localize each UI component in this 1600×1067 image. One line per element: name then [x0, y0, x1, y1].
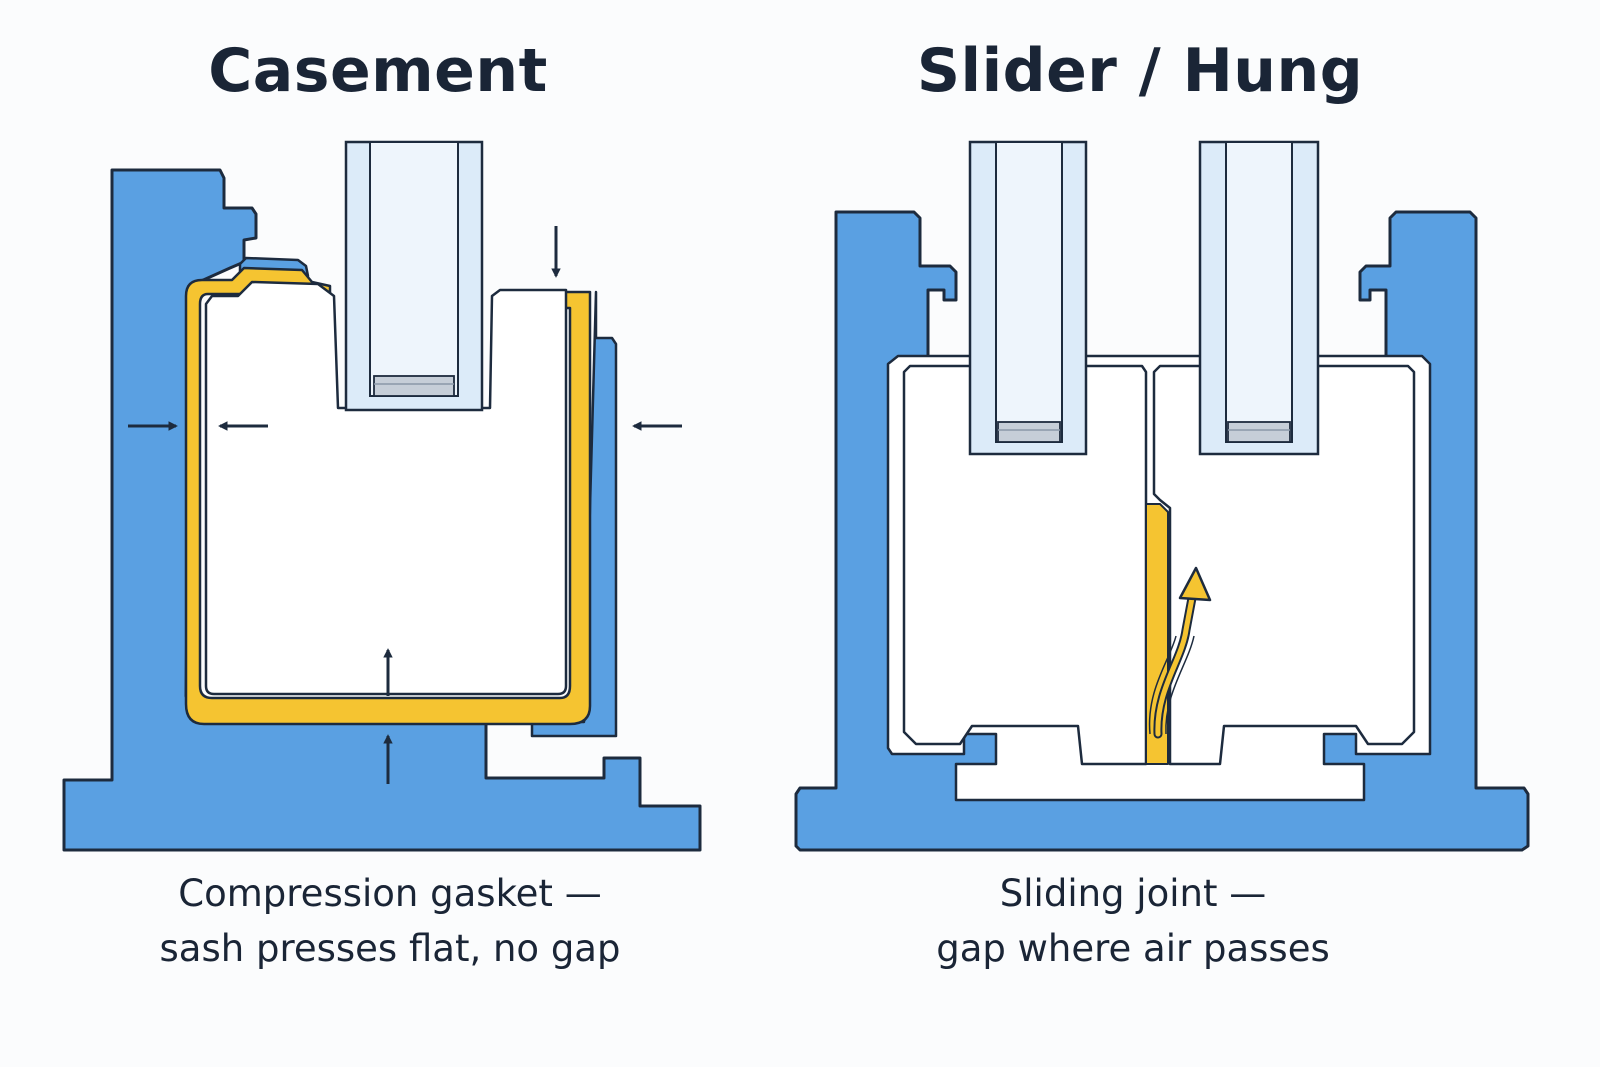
slider-caption-line-1: Sliding joint — [999, 872, 1267, 915]
slider-section [794, 140, 1530, 852]
casement-caption: Compression gasket — sash presses flat, … [40, 866, 740, 976]
slider-caption-line-2: gap where air passes [936, 927, 1330, 970]
slider-hung-title: Slider / Hung [916, 36, 1364, 106]
slider-right-sash [1152, 364, 1416, 766]
casement-section [62, 140, 702, 852]
casement-title: Casement [208, 36, 548, 106]
casement-compression-arrows [128, 226, 682, 784]
casement-caption-line-2: sash presses flat, no gap [159, 927, 621, 970]
slider-left-glass-unit [968, 140, 1088, 456]
slider-caption: Sliding joint — gap where air passes [783, 866, 1483, 976]
slider-left-sash [902, 364, 1148, 766]
casement-compression-gasket[interactable] [184, 266, 592, 726]
air-flow-arrow-icon [1148, 566, 1212, 739]
casement-glass-unit [344, 140, 484, 412]
casement-caption-line-1: Compression gasket — [178, 872, 602, 915]
slider-right-glass-unit [1198, 140, 1320, 456]
